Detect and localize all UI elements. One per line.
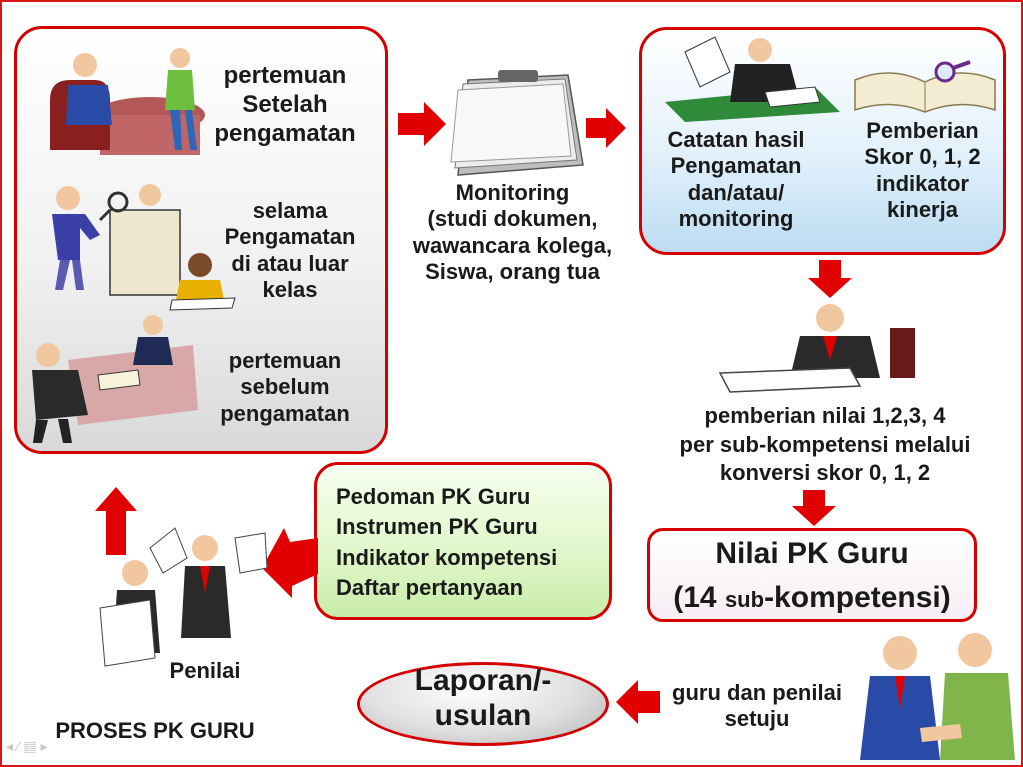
pemberian-skor-line-2: Skor 0, 1, 2 [864, 144, 981, 170]
pemberian-nilai-line-2: per sub-kompetensi melalui [679, 431, 971, 457]
nilai-pk-guru-title: Nilai PK Guru [715, 537, 909, 570]
nilai-pk-guru-subtitle: (14 sub-kompetensi) [647, 580, 977, 616]
left-item-3-text: pertemuan sebelum pengamatan [195, 348, 375, 427]
left-item-1-line-3: pengamatan [214, 119, 356, 147]
clipboard-icon [450, 70, 584, 176]
catatan-text: Catatan hasil Pengamatan dan/atau/ monit… [646, 127, 826, 233]
arrow-left-icon [616, 680, 660, 724]
catatan-line-3: dan/atau/ [687, 179, 785, 205]
setuju-text: guru dan penilai setuju [652, 680, 862, 733]
meeting-clipart [50, 48, 205, 155]
pemberian-skor-text: Pemberian Skor 0, 1, 2 indikator kinerja [840, 118, 1005, 224]
reader-clipart [665, 36, 840, 122]
handshake-clipart [860, 633, 1015, 760]
guide-item-4: Daftar pertanyaan [336, 575, 524, 601]
desk-meeting-clipart [32, 315, 198, 443]
guide-item-2: Instrumen PK Guru [336, 514, 538, 540]
arrow-right-icon [398, 102, 446, 146]
left-item-1-text: pertemuan Setelah pengamatan [190, 62, 380, 148]
open-book-icon [854, 60, 996, 113]
monitoring-text: Monitoring (studi dokumen, wawancara kol… [380, 180, 645, 286]
writer-clipart [718, 304, 915, 393]
monitoring-line-2: (studi dokumen, [427, 206, 598, 232]
setuju-line-1: guru dan penilai [672, 680, 842, 705]
observer-magnifier-clipart [52, 184, 236, 311]
arrow-down-icon [808, 260, 852, 298]
pemberian-skor-line-4: kinerja [887, 197, 958, 223]
monitoring-line-4: Siswa, orang tua [425, 259, 600, 285]
left-item-1-line-2: Setelah [242, 90, 328, 118]
left-item-1-line-1: pertemuan [223, 62, 347, 89]
arrow-right-icon [586, 108, 626, 148]
page-title: PROSES PK GURU [55, 718, 255, 743]
catatan-line-2: Pengamatan [670, 153, 802, 179]
nilai-pk-guru-box [647, 528, 977, 622]
guidelines-box [314, 462, 612, 620]
slide-nav-controls[interactable]: ◂∕▤▸ [6, 738, 52, 755]
left-item-3-line-3: pengamatan [220, 400, 350, 426]
pemberian-nilai-line-3: konversi skor 0, 1, 2 [719, 460, 931, 486]
penilai-label: Penilai [169, 658, 241, 683]
catatan-line-1: Catatan hasil [667, 127, 805, 152]
left-item-3-line-1: pertemuan [228, 348, 342, 373]
left-item-3-line-2: sebelum [240, 374, 330, 400]
pen-icon[interactable]: ∕ [17, 738, 24, 754]
menu-icon[interactable]: ▤ [23, 738, 41, 754]
setuju-line-2: setuju [724, 706, 790, 732]
guide-list: Pedoman PK Guru Instrumen PK Guru Indika… [336, 482, 606, 603]
prev-slide-icon[interactable]: ◂ [6, 738, 18, 754]
pemberian-skor-line-3: indikator [876, 170, 969, 196]
left-item-2-text: selama Pengamatan di atau luar kelas [200, 198, 380, 304]
arrow-down-icon [792, 490, 836, 526]
laporan-line-2: usulan [434, 698, 532, 732]
pemberian-nilai-line-1: pemberian nilai 1,2,3, 4 [704, 403, 946, 428]
nilai-subtitle-small: sub [724, 587, 765, 612]
monitoring-line-3: wawancara kolega, [412, 232, 613, 258]
nilai-subtitle-prefix: (14 [673, 581, 725, 614]
left-item-2-line-1: selama [252, 198, 328, 223]
pemberian-nilai-text: pemberian nilai 1,2,3, 4 per sub-kompete… [640, 402, 1010, 488]
left-item-2-line-4: kelas [262, 277, 318, 303]
nilai-subtitle-suffix: -kompetensi) [764, 581, 951, 614]
laporan-usulan-ellipse [357, 662, 609, 746]
guide-item-1: Pedoman PK Guru [336, 484, 531, 509]
arrow-left-icon [262, 528, 318, 598]
left-item-2-line-2: Pengamatan [224, 224, 356, 250]
guide-item-3: Indikator kompetensi [336, 544, 558, 570]
arrow-up-icon [95, 487, 137, 555]
catatan-line-4: monitoring [678, 206, 794, 232]
next-slide-icon[interactable]: ▸ [40, 738, 52, 754]
monitoring-line-1: Monitoring [455, 180, 570, 205]
left-item-2-line-3: di atau luar [231, 250, 349, 276]
laporan-usulan-text: Laporan/- usulan [357, 664, 609, 733]
pemberian-skor-line-1: Pemberian [866, 118, 979, 143]
laporan-line-1: Laporan/- [414, 664, 552, 697]
celebrating-people-clipart [99, 527, 268, 667]
